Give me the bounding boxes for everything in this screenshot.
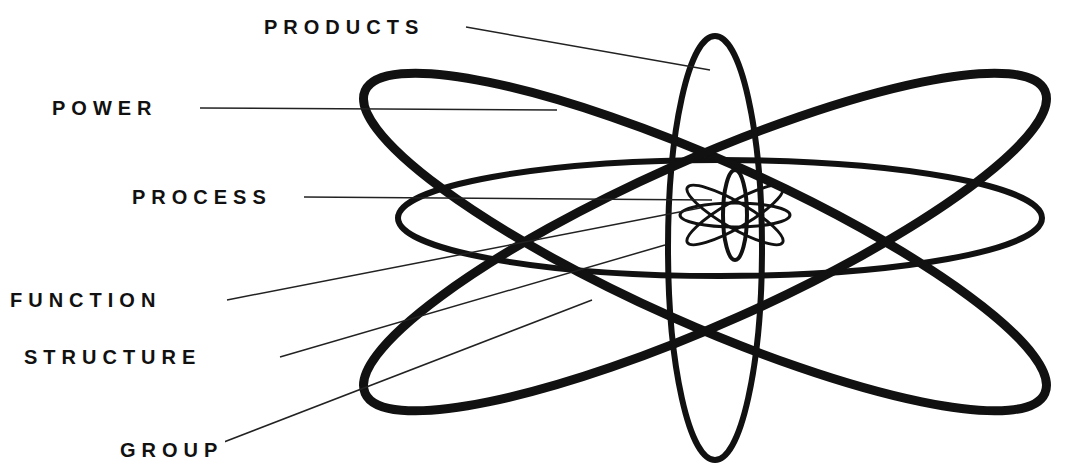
inner-orbit [681,176,789,254]
inner-orbit [680,203,790,227]
leader-line [198,300,592,452]
leader-line [466,27,710,70]
part-label: PRODUCTS [262,15,426,39]
inner-orbit [723,170,747,260]
leader-line [200,108,557,110]
leader-line [280,245,665,357]
part-label: PROCESS [130,185,274,209]
part-label: FUNCTION [8,288,163,312]
orbit [332,16,1073,466]
orbit [668,36,762,460]
leader-line [304,197,712,200]
part-label: POWER [50,96,160,120]
inner-orbit [681,176,789,254]
part-label: STRUCTURE [22,345,203,369]
orbit [332,16,1073,466]
leader-line [227,208,700,300]
part-label: GROUP [118,438,225,462]
